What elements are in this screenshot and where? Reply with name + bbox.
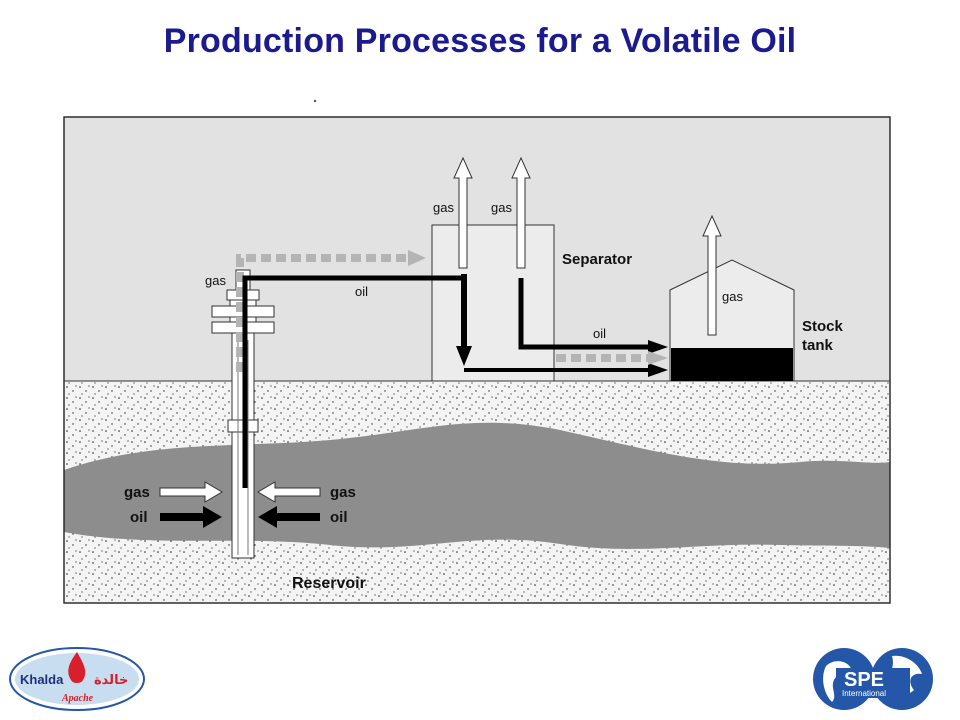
label-flowline-oil: oil	[355, 284, 368, 299]
gas-inflow-left	[159, 481, 223, 503]
label-wellhead-gas: gas	[205, 273, 226, 288]
separator-gas-vent-1	[453, 156, 473, 269]
label-tank: tank	[802, 337, 834, 354]
separator-gas-vent-2	[511, 156, 531, 269]
khalda-apache-logo: Khalda خالدة Apache	[9, 647, 145, 711]
label-separator-gas-2: gas	[491, 200, 512, 215]
gas-inflow-right	[257, 481, 321, 503]
separator-oil-line	[518, 278, 650, 350]
logo-khalda-text: Khalda	[20, 672, 64, 687]
separator-drop-arrowhead	[456, 346, 472, 366]
label-reservoir-oil-right: oil	[330, 509, 348, 526]
label-reservoir-oil-left: oil	[130, 509, 148, 526]
label-tank-oil: oil	[593, 326, 606, 341]
oil-inflow-right	[258, 506, 320, 528]
wellhead-gas-line	[236, 254, 412, 372]
diagram-frame	[63, 116, 891, 604]
separator-bottom-oil-arrowhead	[648, 363, 668, 377]
stock-tank-gas-vent	[702, 214, 722, 336]
gas-vent-arrows	[453, 156, 722, 336]
label-separator-gas-1: gas	[433, 200, 454, 215]
logo-international-text: International	[842, 689, 886, 698]
separator-vessel	[431, 224, 555, 382]
logo-spe-text: SPE	[844, 669, 884, 691]
logo-arabic-text: خالدة	[94, 673, 128, 688]
label-reservoir: Reservoir	[292, 575, 366, 592]
tank-gas-arrowhead	[648, 351, 668, 365]
slide-title: Production Processes for a Volatile Oil	[163, 22, 797, 60]
spe-international-logo: SPE International	[813, 648, 933, 710]
flame-icon	[68, 652, 86, 683]
logo-apache-text: Apache	[61, 693, 94, 704]
label-tank-gas: gas	[722, 289, 743, 304]
stock-tank-oil	[671, 348, 793, 381]
separator-oil-arrowhead	[648, 340, 668, 354]
reservoir-inflow-arrows	[159, 481, 321, 528]
oil-tubing-line	[242, 275, 464, 488]
label-separator: Separator	[562, 251, 632, 268]
label-reservoir-gas-right: gas	[330, 484, 356, 501]
label-reservoir-gas-left: gas	[124, 484, 150, 501]
label-stock: Stock	[802, 318, 844, 335]
wellhead-gas-arrowhead	[408, 250, 426, 266]
oil-inflow-left	[160, 506, 222, 528]
